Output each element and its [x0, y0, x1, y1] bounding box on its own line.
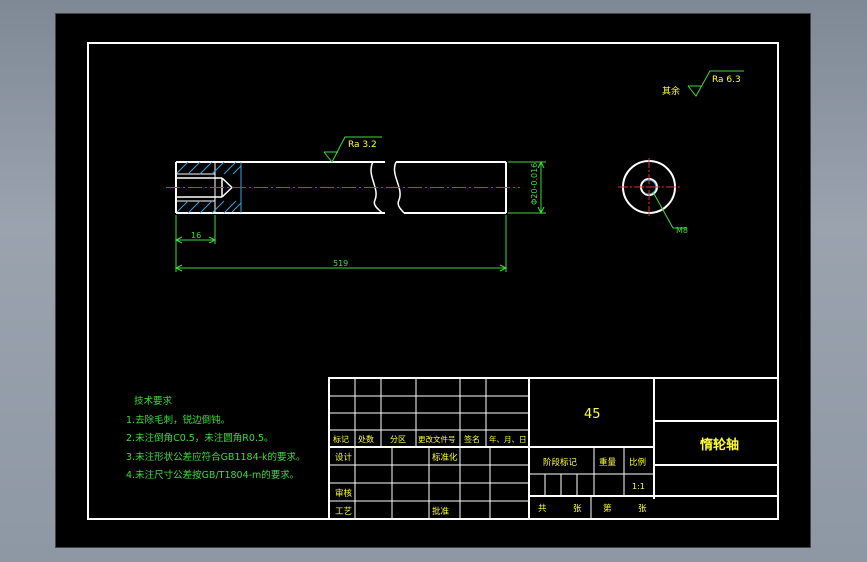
label-sheet-no: 第 [603, 503, 612, 514]
length-value: 519 [333, 259, 348, 268]
label-design: 设计 [335, 452, 353, 463]
diameter-dimension [508, 160, 546, 215]
rev-header-mark: 标记 [333, 434, 349, 444]
tech-note-2: 2.未注倒角C0.5，未注圆角R0.5。 [126, 433, 274, 444]
roughness-general-value: Ra 6.3 [712, 75, 741, 85]
thread-label: M8 [676, 226, 688, 235]
stage-labels: 阶段标记 重量 比例 1:1 共 张 第 张 [538, 457, 647, 514]
drawing-sheet [55, 13, 811, 548]
shaft-end-view [618, 158, 687, 229]
revision-headers: 标记 处数 分区 更改文件号 签名 年、月、日 [333, 434, 527, 444]
rev-header-zone: 分区 [390, 435, 406, 444]
label-review: 审核 [335, 488, 353, 499]
title-block [328, 377, 779, 520]
rev-header-date: 年、月、日 [489, 434, 527, 444]
label-standardize: 标准化 [432, 452, 458, 463]
roughness-symbol-surface [323, 136, 382, 163]
label-process: 工艺 [335, 507, 352, 517]
label-scale: 比例 [629, 457, 646, 468]
label-weight: 重量 [599, 457, 617, 468]
section-hatch [176, 161, 242, 214]
roughness-surface-value: Ra 3.2 [348, 140, 377, 150]
label-sheet-word: 张 [638, 504, 647, 514]
rev-header-doc: 更改文件号 [418, 434, 456, 444]
bore-depth-value: 16 [191, 231, 201, 240]
rev-header-sign: 签名 [464, 434, 480, 444]
technical-notes: 技术要求 1.去除毛刺，锐边倒钝。 2.未注倒角C0.5，未注圆角R0.5。 3… [126, 393, 306, 486]
label-sheets-total: 共 [538, 504, 547, 514]
tech-note-1: 1.去除毛刺，锐边倒钝。 [126, 414, 231, 426]
bore-depth-dimension [174, 215, 217, 244]
roughness-general-prefix: 其余 [662, 85, 680, 97]
shaft-front-view [175, 161, 507, 214]
label-stage-mark: 阶段标记 [543, 457, 578, 468]
signature-labels: 设计 标准化 审核 工艺 批准 [335, 452, 458, 517]
label-sheets-word: 张 [573, 504, 582, 514]
scale-value: 1:1 [632, 482, 645, 491]
part-name: 惰轮轴 [700, 437, 739, 453]
roughness-symbol-general [687, 70, 744, 97]
tech-notes-title: 技术要求 [134, 396, 173, 407]
tech-note-4: 4.未注尺寸公差按GB/T1804-m的要求。 [126, 470, 300, 481]
rev-header-count: 处数 [358, 434, 374, 444]
diameter-dimension-value: Φ20-0.016 [530, 163, 539, 205]
tech-note-3: 3.未注形状公差应符合GB1184-k的要求。 [126, 451, 306, 463]
material-value: 45 [584, 407, 601, 422]
label-approve: 批准 [432, 506, 450, 517]
length-dimension [174, 215, 508, 272]
